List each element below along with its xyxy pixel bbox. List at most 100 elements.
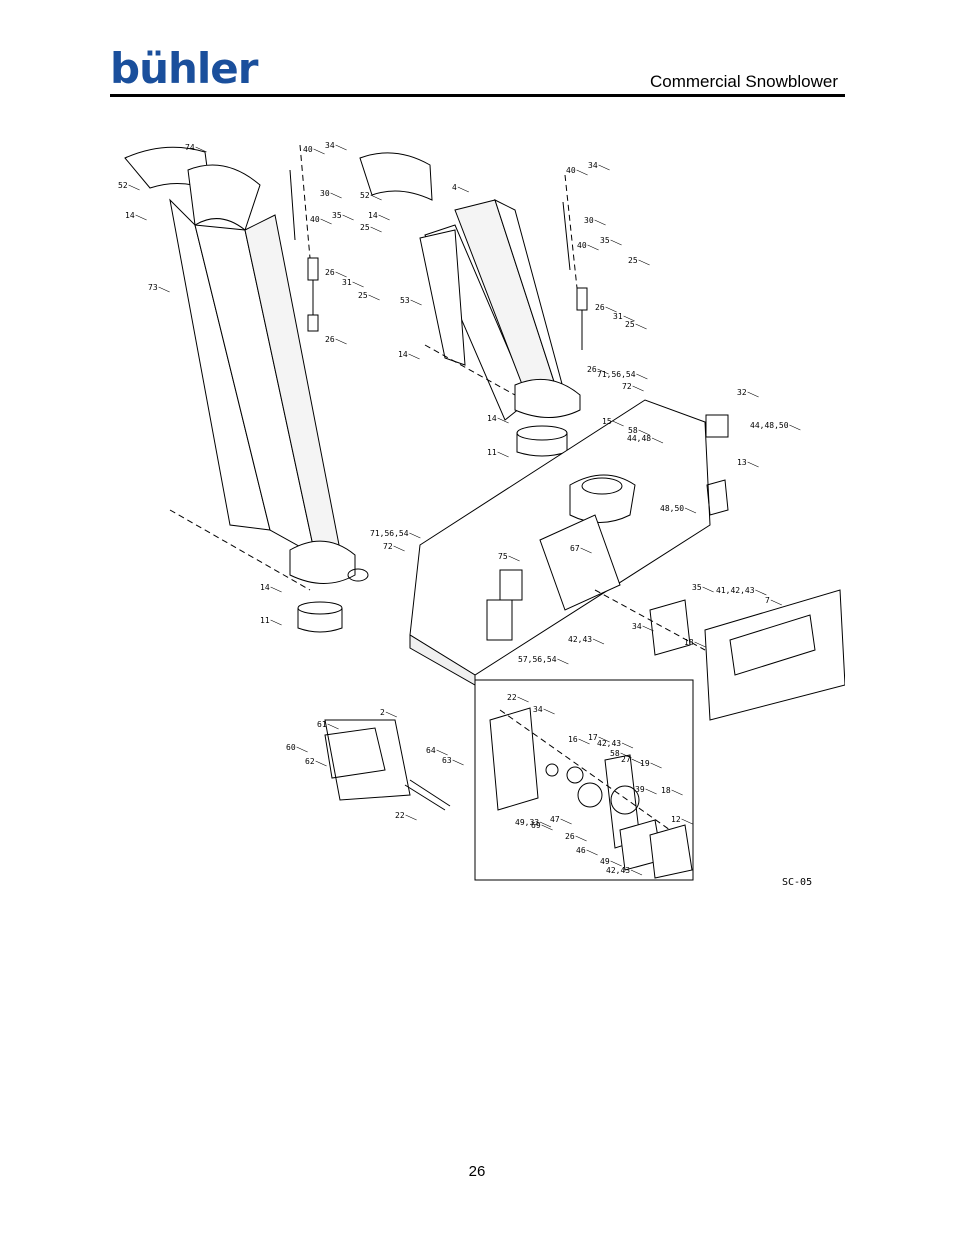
leader-line (694, 641, 706, 648)
callout-label: 15 (602, 417, 612, 426)
callout-label: 39 (635, 785, 645, 794)
callout-label: 74 (185, 143, 195, 152)
leader-line (352, 281, 364, 288)
leader-line (557, 658, 569, 665)
leader-line (335, 338, 347, 345)
callout-label: 18 (661, 786, 671, 795)
callout-label: 26 (595, 303, 605, 312)
callout-label: 26 (565, 832, 575, 841)
leader-line (578, 738, 590, 745)
leader-line (313, 148, 325, 155)
callout-label: 25 (360, 223, 370, 232)
leader-line (405, 814, 417, 821)
leader-line (270, 586, 282, 593)
callout-label: 60 (286, 743, 296, 752)
leader-line (408, 353, 420, 360)
leader-line (621, 742, 634, 749)
callout-label: 22 (395, 811, 405, 820)
leader-line (642, 625, 654, 632)
leader-line (638, 259, 650, 266)
leader-line (638, 429, 650, 436)
leader-line (597, 368, 609, 375)
drawing-code: SC-05 (782, 877, 812, 888)
callout-label: 31 (342, 278, 352, 287)
callout-label: 25 (358, 291, 368, 300)
callout-label: 72 (622, 382, 632, 391)
leader-line (158, 286, 170, 293)
callout-label: 53 (400, 296, 410, 305)
leader-line (195, 146, 207, 153)
diagram-linework (124, 144, 845, 881)
callout-label: 25 (625, 320, 635, 329)
callout-label: 26 (325, 335, 335, 344)
callout-label: 14 (368, 211, 378, 220)
leader-line (327, 723, 339, 730)
callout-label: 72 (383, 542, 393, 551)
callout-label: 52 (360, 191, 370, 200)
leader-line (586, 849, 598, 856)
callout-label: 42,43 (568, 635, 592, 644)
leader-line (755, 589, 767, 596)
leader-line (671, 789, 683, 796)
leader-line (270, 619, 282, 626)
leader-line (587, 244, 599, 251)
leader-line (543, 708, 555, 715)
callout-label: 17 (588, 733, 598, 742)
leader-line (684, 507, 697, 514)
leader-line (747, 391, 759, 398)
callout-label: 67 (570, 544, 580, 553)
leader-line (612, 420, 624, 427)
leader-line (575, 835, 587, 842)
leader-line (620, 752, 632, 759)
callout-label: 14 (260, 583, 270, 592)
callout-label: 35 (692, 583, 702, 592)
callout-label: 71,56,54 (370, 529, 409, 538)
callout-label: 42,43 (597, 739, 621, 748)
leader-line (370, 226, 382, 233)
callout-label: 26 (325, 268, 335, 277)
callout-label: 11 (487, 448, 497, 457)
leader-line (393, 545, 405, 552)
callout-label: 34 (632, 622, 642, 631)
callout-label: 14 (125, 211, 135, 220)
callout-label: 25 (628, 256, 638, 265)
callout-label: 62 (305, 757, 315, 766)
leader-line (320, 218, 332, 225)
callout-label: 11 (260, 616, 270, 625)
callout-label: 18 (684, 638, 694, 647)
callout-label: 7 (765, 596, 770, 605)
callout-label: 27 (621, 755, 631, 764)
leader-line (410, 299, 422, 306)
leader-line (645, 788, 657, 795)
leader-line (635, 323, 647, 330)
callout-label: 31 (613, 312, 623, 321)
leader-line (436, 749, 448, 756)
leader-line (650, 762, 662, 769)
callout-label: 34 (588, 161, 598, 170)
leader-line (636, 373, 648, 380)
document-title: Commercial Snowblower (649, 72, 838, 91)
callout-label: 35 (332, 211, 342, 220)
leader-line (631, 758, 643, 765)
callout-label: 2 (380, 708, 385, 717)
callout-label: 58 (610, 749, 620, 758)
leader-line (452, 759, 464, 766)
callout-label: 14 (398, 350, 408, 359)
leader-line (651, 437, 664, 444)
leader-line (598, 164, 610, 171)
leader-line (610, 239, 622, 246)
callout-label: 47 (550, 815, 560, 824)
callout-label: 30 (320, 189, 330, 198)
leader-line (385, 711, 397, 718)
callout-label: 49 (600, 857, 610, 866)
callout-label: 12 (671, 815, 681, 824)
leader-line (370, 194, 382, 201)
callout-label: 58 (628, 426, 638, 435)
leader-line (457, 186, 469, 193)
callout-label: 14 (487, 414, 497, 423)
leader-line (594, 219, 606, 226)
leader-line (592, 638, 605, 645)
leader-line (517, 696, 529, 703)
callout-label: 30 (584, 216, 594, 225)
